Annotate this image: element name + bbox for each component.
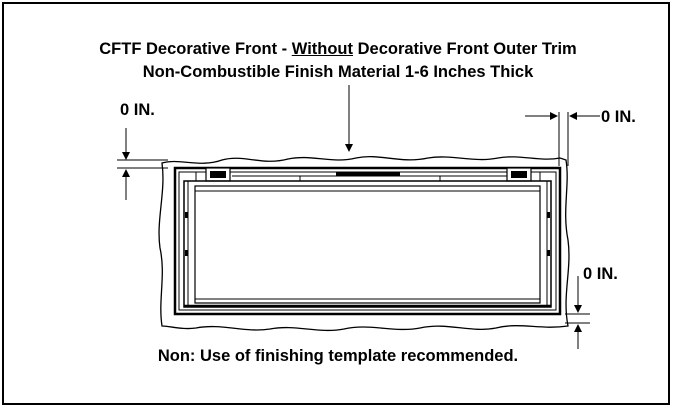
title-emphasis: Without [291,40,354,58]
inner-panel [183,180,552,308]
label-top-right: 0 IN. [601,108,636,126]
label-top-left: 0 IN. [120,101,155,119]
diagram-frame [2,2,670,405]
finish-material-outline [158,156,570,332]
diagram-title: CFTF Decorative Front - Without Decorati… [99,40,577,58]
viewing-glass [194,185,541,304]
note-text: Non: Use of finishing template recommend… [157,347,519,365]
diagram-subtitle: Non-Combustible Finish Material 1-6 Inch… [142,63,534,81]
label-bottom-right: 0 IN. [583,265,618,283]
fireplace-outer-frame [173,166,562,316]
